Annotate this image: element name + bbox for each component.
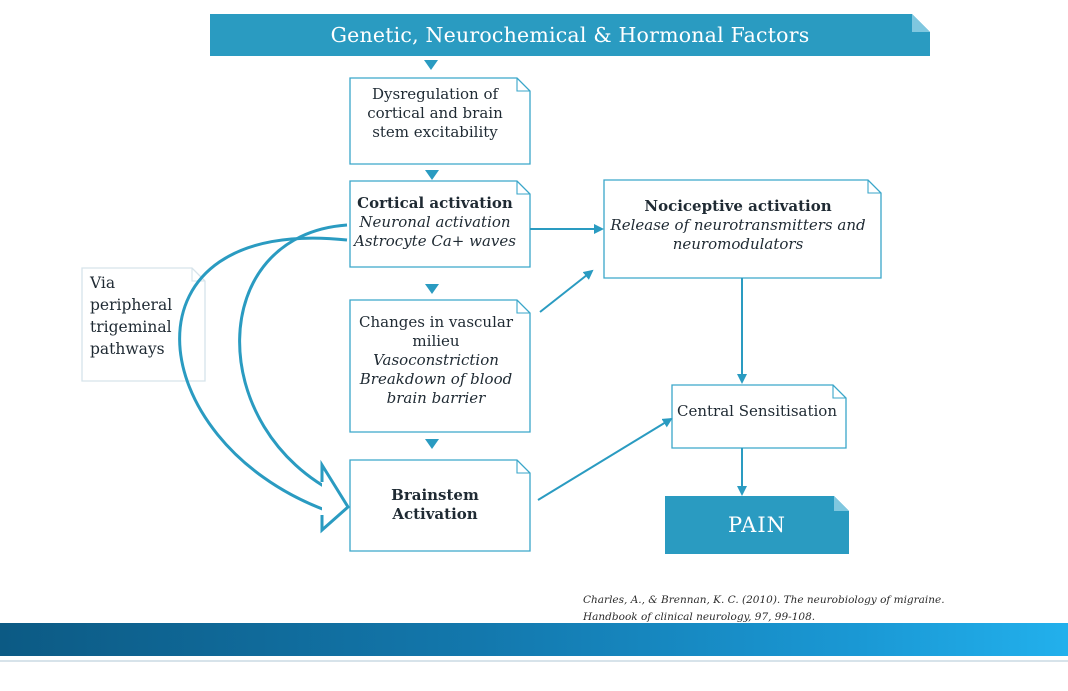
central-label: Central Sensitisation: [676, 402, 837, 420]
cortical-box: Cortical activation Neuronal activation …: [350, 194, 520, 251]
curve-inner: [238, 223, 348, 497]
cortical-line-2: Astrocyte Ca+ waves: [354, 232, 516, 250]
vascular-line-5: brain barrier: [386, 389, 486, 407]
brainstem-box: Brainstem Activation: [350, 486, 520, 524]
via-line-4: pathways: [90, 340, 165, 358]
brainstem-line-1: Brainstem: [391, 486, 479, 504]
cortical-line-1: Neuronal activation: [359, 213, 511, 231]
arrow-vascular-to-nociceptive: [539, 269, 594, 313]
arrow-down-2: [425, 284, 439, 294]
nociceptive-box: Nociceptive activation Release of neurot…: [604, 197, 872, 254]
bottom-accent-bar: [0, 623, 1068, 656]
citation-line-1: Charles, A., & Brennan, K. C. (2010). Th…: [583, 594, 945, 606]
central-box-outline: [671, 384, 847, 449]
vascular-line-2: milieu: [412, 332, 460, 350]
vascular-line-4: Breakdown of blood: [359, 370, 513, 388]
citation-line-2: Handbook of clinical neurology, 97, 99-1…: [583, 611, 816, 623]
pain-label: PAIN: [727, 513, 787, 537]
header-banner: [210, 14, 930, 56]
cortical-title: Cortical activation: [357, 194, 513, 212]
citation: Charles, A., & Brennan, K. C. (2010). Th…: [583, 592, 1003, 626]
dysregulation-box: Dysregulation of cortical and brain stem…: [350, 85, 520, 142]
dysregulation-line-3: stem excitability: [372, 123, 498, 141]
via-line-1: Via: [90, 274, 116, 292]
brainstem-box-outline: [349, 459, 531, 552]
via-line-2: peripheral: [90, 296, 173, 314]
via-box-outline: [81, 267, 206, 382]
header-arrow-down: [424, 60, 438, 70]
central-box: Central Sensitisation: [672, 402, 842, 421]
arrow-down-3: [425, 439, 439, 449]
vascular-box-outline: [349, 299, 531, 433]
via-line-3: trigeminal: [90, 318, 172, 336]
arrow-down-1: [425, 170, 439, 180]
nociceptive-box-outline: [603, 179, 882, 279]
nociceptive-line-2: neuromodulators: [672, 235, 804, 253]
vascular-line-1: Changes in vascular: [359, 313, 513, 331]
brainstem-line-2: Activation: [392, 505, 478, 523]
curve-outer: [178, 236, 348, 512]
dysregulation-line-2: cortical and brain: [367, 104, 503, 122]
brainstem-hollow-arrowhead: [320, 459, 350, 534]
pain-box: [665, 496, 849, 554]
dysregulation-line-1: Dysregulation of: [371, 85, 499, 103]
nociceptive-title: Nociceptive activation: [644, 197, 832, 215]
arrow-brainstem-to-central: [537, 417, 673, 501]
bottom-divider: [0, 660, 1068, 662]
dysregulation-box-outline: [349, 77, 531, 165]
nociceptive-line-1: Release of neurotransmitters and: [610, 216, 866, 234]
via-box: Via peripheral trigeminal pathways: [90, 272, 200, 360]
vascular-box: Changes in vascular milieu Vasoconstrict…: [350, 313, 522, 408]
vascular-line-3: Vasoconstriction: [373, 351, 499, 369]
header-title: Genetic, Neurochemical & Hormonal Factor…: [330, 23, 810, 47]
cortical-box-outline: [349, 180, 531, 268]
